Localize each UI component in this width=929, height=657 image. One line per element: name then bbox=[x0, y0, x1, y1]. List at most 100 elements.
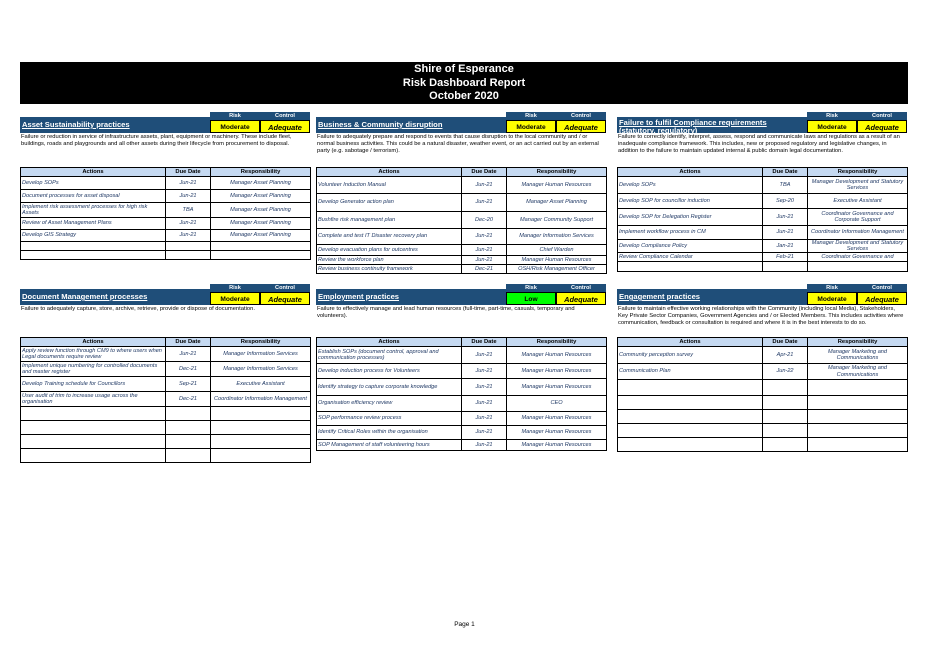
risk-panel: Document Management processes Risk Contr… bbox=[20, 284, 311, 463]
responsibility-header: Responsibility bbox=[807, 337, 908, 347]
table-row: Review the workforce plan Jun-21 Manager… bbox=[316, 255, 607, 265]
action-cell: Develop Training schedule for Councillor… bbox=[20, 376, 166, 392]
action-cell bbox=[617, 261, 763, 273]
actions-header: Actions bbox=[617, 337, 763, 347]
table-row bbox=[20, 448, 311, 463]
responsibility-cell: Chief Warden bbox=[506, 244, 607, 256]
responsibility-cell: Manager Marketing and Communications bbox=[807, 363, 908, 380]
due-date-cell: Jun-21 bbox=[165, 229, 211, 242]
action-cell: Review the workforce plan bbox=[316, 255, 462, 265]
table-row bbox=[20, 420, 311, 435]
due-date-cell: Jun-21 bbox=[461, 346, 507, 364]
risk-panel: Failure to fulfil Compliance requirement… bbox=[617, 112, 908, 273]
table-row: Develop SOPs Jun-21 Manager Asset Planni… bbox=[20, 176, 311, 190]
responsibility-cell: Manager Information Services bbox=[506, 228, 607, 245]
due-date-cell: Jun-21 bbox=[165, 176, 211, 190]
risk-label: Risk bbox=[807, 284, 857, 292]
responsibility-cell: Manager Development and Statutory Servic… bbox=[807, 176, 908, 194]
table-row: Develop induction process for Volunteers… bbox=[316, 363, 607, 379]
risk-rating: Moderate bbox=[506, 120, 556, 133]
responsibility-cell: Manager Development and Statutory Servic… bbox=[807, 238, 908, 254]
control-label: Control bbox=[556, 284, 606, 292]
responsibility-cell: Manager Asset Planning bbox=[210, 202, 311, 218]
action-cell bbox=[617, 379, 763, 396]
table-row: Implement workflow process in CM Jun-21 … bbox=[617, 225, 908, 240]
due-date-cell bbox=[762, 261, 808, 273]
control-rating: Adequate bbox=[857, 120, 907, 133]
responsibility-cell bbox=[210, 434, 311, 449]
risk-description: Failure to correctly identify, interpret… bbox=[618, 134, 900, 155]
table-row bbox=[20, 241, 311, 251]
actions-table: Actions Due Date Responsibility Establis… bbox=[316, 337, 607, 451]
actions-table: Actions Due Date Responsibility Apply re… bbox=[20, 337, 311, 463]
table-row bbox=[617, 379, 908, 396]
due-date-cell: Dec-21 bbox=[461, 264, 507, 274]
due-date-header: Due Date bbox=[762, 167, 808, 177]
responsibility-cell: Manager Human Resources bbox=[506, 425, 607, 440]
action-cell: Identify Critical Roles within the organ… bbox=[316, 425, 462, 440]
due-date-cell bbox=[762, 423, 808, 438]
risk-panel: Engagement practices Risk Control Modera… bbox=[617, 284, 908, 452]
due-date-cell bbox=[762, 395, 808, 410]
due-date-cell: Jun-21 bbox=[461, 395, 507, 412]
risk-label: Risk bbox=[210, 112, 260, 120]
due-date-cell bbox=[762, 437, 808, 452]
risk-rating: Moderate bbox=[210, 120, 260, 133]
responsibility-cell: Manager Human Resources bbox=[506, 378, 607, 396]
due-date-cell: Jun-21 bbox=[762, 225, 808, 240]
table-row bbox=[617, 261, 908, 273]
due-date-cell: Jun-21 bbox=[461, 378, 507, 396]
responsibility-cell: Manager Asset Planning bbox=[210, 176, 311, 190]
responsibility-cell: Manager Asset Planning bbox=[506, 193, 607, 212]
responsibility-cell bbox=[807, 409, 908, 424]
risk-label: Risk bbox=[807, 112, 857, 120]
due-date-cell: Jan-21 bbox=[762, 238, 808, 254]
responsibility-cell: Manager Human Resources bbox=[506, 176, 607, 194]
action-cell: Develop SOP for councillor induction bbox=[617, 193, 763, 209]
risk-label: Risk bbox=[506, 112, 556, 120]
responsibility-header: Responsibility bbox=[506, 167, 607, 177]
actions-header: Actions bbox=[617, 167, 763, 177]
due-date-cell: Sep-20 bbox=[762, 193, 808, 209]
actions-header: Actions bbox=[20, 337, 166, 347]
control-label: Control bbox=[857, 112, 907, 120]
table-row: Review business continuity framework Dec… bbox=[316, 264, 607, 274]
action-cell: Implement unique numbering for controlle… bbox=[20, 361, 166, 377]
responsibility-cell: Manager Community Support bbox=[506, 211, 607, 229]
control-label: Control bbox=[556, 112, 606, 120]
responsibility-header: Responsibility bbox=[807, 167, 908, 177]
action-cell bbox=[617, 409, 763, 424]
responsibility-cell: Manager Information Services bbox=[210, 346, 311, 362]
report-header: Shire of Esperance Risk Dashboard Report… bbox=[20, 62, 908, 104]
due-date-cell: Jun-21 bbox=[461, 228, 507, 245]
actions-header: Actions bbox=[20, 167, 166, 177]
responsibility-cell: Coordinator Information Management bbox=[210, 391, 311, 407]
responsibility-cell: Manager Human Resources bbox=[506, 363, 607, 379]
table-row: Develop evacuation plans for outcentres … bbox=[316, 244, 607, 256]
organisation-name: Shire of Esperance bbox=[414, 63, 514, 75]
due-date-header: Due Date bbox=[762, 337, 808, 347]
due-date-cell: Sep-21 bbox=[165, 376, 211, 392]
due-date-cell: Dec-21 bbox=[165, 361, 211, 377]
risk-rating: Moderate bbox=[210, 292, 260, 305]
risk-panel: Asset Sustainability practices Risk Cont… bbox=[20, 112, 311, 260]
due-date-cell bbox=[165, 434, 211, 449]
responsibility-cell: Manager Information Services bbox=[210, 361, 311, 377]
due-date-cell: Jun-21 bbox=[165, 346, 211, 362]
action-cell: Develop evacuation plans for outcentres bbox=[316, 244, 462, 256]
action-cell bbox=[20, 250, 166, 260]
panel-title: Engagement practices bbox=[617, 289, 807, 305]
panel-title: Employment practices bbox=[316, 289, 506, 305]
table-row: Complete and test IT Disaster recovery p… bbox=[316, 228, 607, 245]
due-date-cell bbox=[165, 420, 211, 435]
action-cell: Community perception survey bbox=[617, 346, 763, 364]
risk-rating: Low bbox=[506, 292, 556, 305]
table-row bbox=[20, 250, 311, 260]
due-date-cell: Jun-21 bbox=[461, 244, 507, 256]
risk-label: Risk bbox=[210, 284, 260, 292]
due-date-cell: TBA bbox=[165, 202, 211, 218]
action-cell: Develop Generator action plan bbox=[316, 193, 462, 212]
due-date-cell: Jun-21 bbox=[461, 193, 507, 212]
due-date-cell bbox=[165, 241, 211, 251]
action-cell: SOP performance review process bbox=[316, 411, 462, 426]
